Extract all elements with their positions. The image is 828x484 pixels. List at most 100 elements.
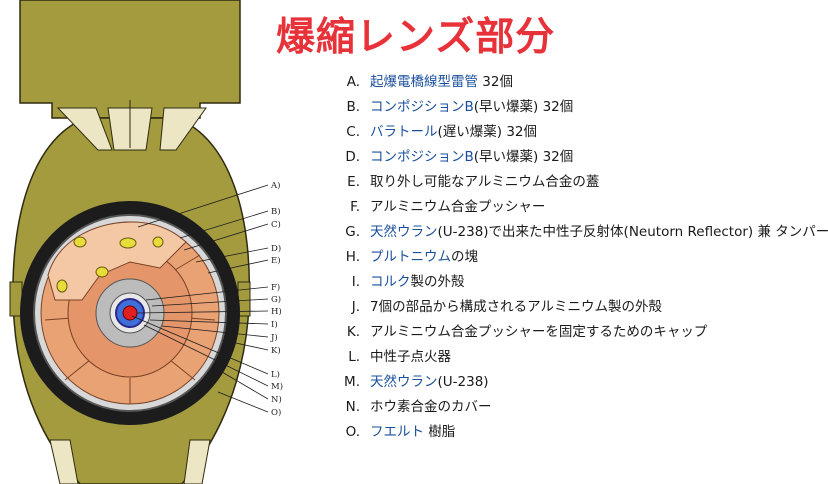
legend-item: N. ホウ素合金のカバー (332, 395, 828, 420)
legend-link[interactable]: コンポジションB (370, 99, 474, 115)
tail-panel-left (56, 107, 113, 151)
legend-letter: G. (345, 224, 360, 240)
leader-line (149, 319, 269, 325)
legend-link[interactable]: バラトール (370, 124, 438, 140)
legend-text: (U-238)で出来た中性子反射体(Neutorn Reflector) 兼 タ… (437, 224, 828, 240)
legend-item: L. 中性子点火器 (332, 345, 828, 370)
legend-text: ホウ素合金のカバー (370, 399, 492, 415)
diagram-label: G) (271, 294, 281, 305)
legend-item: I. コルク製の外殻 (332, 270, 828, 295)
diagram-label: A) (270, 180, 280, 191)
detonator-mark (119, 237, 137, 249)
diagram-label: M) (271, 381, 283, 392)
diagram-label: C) (271, 219, 281, 230)
legend-text: 取り外し可能なアルミニウム合金の蓋 (370, 174, 600, 190)
nose-band-left (49, 439, 79, 484)
legend-letter: J. (351, 299, 360, 315)
legend-item: E. 取り外し可能なアルミニウム合金の蓋 (332, 170, 828, 195)
diagram-label: O) (271, 407, 281, 418)
legend-letter: E. (347, 174, 360, 190)
detonator-mark (73, 236, 87, 248)
legend-item: M. 天然ウラン(U-238) (332, 370, 828, 395)
plutonium-core (122, 305, 138, 321)
tail-panel-right (159, 107, 207, 151)
legend-item: H. プルトニウムの塊 (332, 245, 828, 270)
legend-link[interactable]: 天然ウラン (370, 224, 438, 240)
legend-link[interactable]: コルク (370, 274, 411, 290)
tail-fin-box (19, 0, 241, 119)
legend-letter: K. (346, 324, 360, 340)
diagram-label: I) (271, 319, 278, 330)
leader-line (195, 247, 269, 263)
nose-band-right (183, 439, 211, 484)
legend-letter: C. (346, 124, 360, 140)
legend-text: 32個 (478, 74, 513, 90)
leader-line (143, 324, 269, 387)
legend-text: 樹脂 (424, 424, 456, 440)
legend-letter: D. (345, 149, 360, 165)
legend-text: (遅い爆薬) 32個 (437, 124, 538, 140)
leader-line (221, 339, 269, 351)
diagram-label: B) (271, 206, 281, 217)
detonator-mark (152, 236, 164, 248)
legend-letter: F. (350, 199, 360, 215)
legend-letter: N. (345, 399, 360, 415)
legend-letter: L. (348, 349, 360, 365)
leader-line (151, 298, 269, 307)
legend-text: 製の外殻 (410, 274, 465, 290)
leader-line (136, 310, 269, 314)
legend-list: A.起爆電橋線型雷管 32個 B.コンポジションB(早い爆薬) 32個 C.バラ… (332, 70, 828, 445)
diagram-label: J) (270, 332, 278, 343)
leader-line (131, 315, 269, 375)
diagram-label: N) (271, 394, 282, 405)
legend-link[interactable]: プルトニウム (370, 249, 451, 265)
legend-item: C. バラトール(遅い爆薬) 32個 (332, 120, 828, 145)
leader-line (207, 259, 269, 274)
diagram-label: E) (271, 255, 281, 266)
page-title: 爆縮レンズ部分 (276, 15, 556, 60)
leader-line (145, 286, 269, 301)
diagram-label: D) (271, 243, 281, 254)
legend-item: B. コンポジションB(早い爆薬) 32個 (332, 95, 828, 120)
diagram-label: F) (271, 282, 280, 293)
legend-text: アルミニウム合金プッシャー (370, 199, 546, 215)
detonator-mark (95, 266, 109, 278)
legend-letter: A. (346, 74, 360, 90)
leader-line (183, 223, 269, 251)
leader-line (137, 184, 269, 228)
legend-item: F. アルミニウム合金プッシャー (332, 195, 828, 220)
legend-link[interactable]: 起爆電橋線型雷管 (370, 74, 478, 90)
legend-letter: H. (345, 249, 360, 265)
legend-link[interactable]: フエルト (370, 424, 424, 440)
legend-text: (U-238) (437, 374, 489, 390)
legend-text: 7個の部品から構成されるアルミニウム製の外殻 (370, 299, 662, 315)
legend-text: 中性子点火器 (370, 349, 451, 365)
legend-item: K. アルミニウム合金プッシャーを固定するためのキャップ (332, 320, 828, 345)
leader-lines (131, 184, 269, 413)
detonator-mark (56, 279, 68, 293)
leader-line (179, 210, 269, 239)
fat-man-cutaway-diagram: A) B) C) D) E) F) G) H) I) J) K) L) M) N… (9, 0, 283, 484)
diagram-label: L) (271, 369, 280, 380)
legend-item: O. フエルト 樹脂 (332, 420, 828, 445)
legend-letter: I. (351, 274, 360, 290)
legend-text: (早い爆薬) 32個 (473, 149, 574, 165)
legend-letter: M. (344, 374, 360, 390)
legend-text: の塊 (451, 249, 478, 265)
legend-item: G. 天然ウラン(U-238)で出来た中性子反射体(Neutorn Reflect… (332, 220, 828, 245)
legend-letter: B. (346, 99, 360, 115)
leader-line (221, 371, 269, 400)
legend-letter: O. (345, 424, 360, 440)
legend-link[interactable]: 天然ウラン (370, 374, 438, 390)
legend-item: D. コンポジションB(早い爆薬) 32個 (332, 145, 828, 170)
legend-item: A. 起爆電橋線型雷管 32個 (332, 70, 828, 95)
leader-line (217, 391, 269, 413)
diagram-label: H) (271, 306, 282, 317)
detonator-marks (56, 236, 164, 293)
leader-line (161, 325, 269, 338)
legend-item: J. 7個の部品から構成されるアルミニウム製の外殻 (332, 295, 828, 320)
legend-text: アルミニウム合金プッシャーを固定するためのキャップ (370, 324, 708, 340)
legend-text: (早い爆薬) 32個 (473, 99, 574, 115)
legend-link[interactable]: コンポジションB (370, 149, 474, 165)
implosion-sphere (20, 201, 240, 425)
